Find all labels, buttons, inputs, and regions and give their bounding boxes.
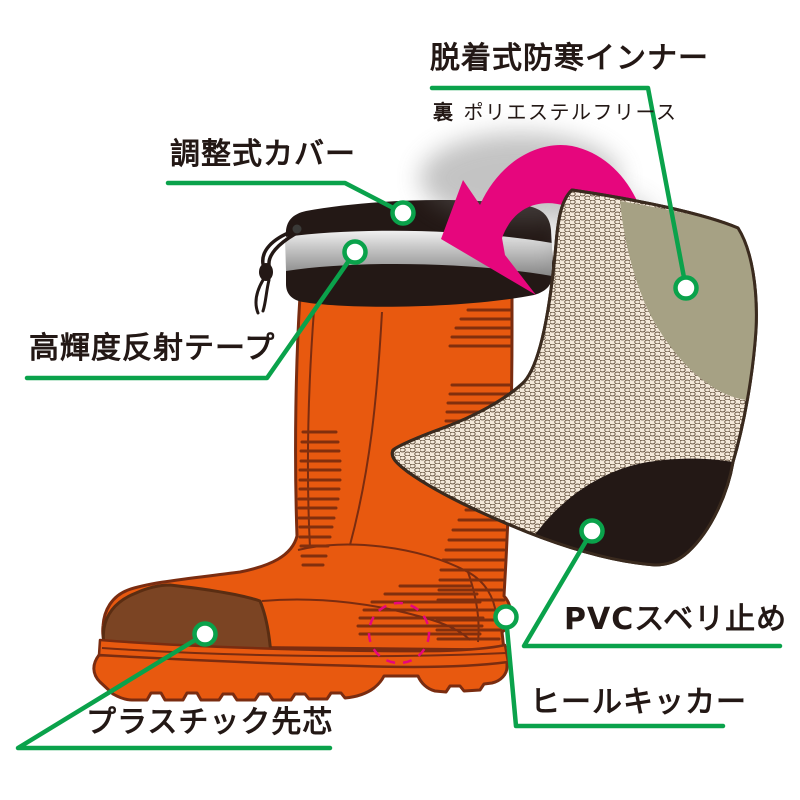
label-plastic-toe-cap: プラスチック先芯 [86, 705, 334, 740]
callout-dot-pvc [579, 518, 605, 544]
callout-dot-cover [390, 200, 416, 226]
label-inner-lining-material: ポリエステルフリース [463, 100, 678, 124]
label-reflective-tape: 高輝度反射テープ [29, 331, 276, 366]
callout-dot-inner [673, 275, 699, 301]
callout-dot-toe [192, 621, 218, 647]
rib-panel-upper-right [448, 308, 512, 348]
callout-lines [15, 85, 783, 751]
callout-line-pvc [521, 528, 783, 649]
callout-line-tape [24, 249, 358, 381]
drawstring-toggle [259, 263, 273, 281]
drawstring [254, 229, 297, 315]
rib-panel-instep [356, 584, 485, 636]
label-pvc-antislip: PVCスベリ止め [564, 602, 788, 637]
rib-panel-left [297, 430, 342, 567]
liner-outline-overlay [390, 188, 758, 567]
label-heel-kicker: ヒールキッカー [530, 685, 747, 720]
callout-line-inner [429, 85, 689, 291]
callout-line-cover [165, 180, 406, 216]
callout-dot-tape [342, 239, 368, 265]
callout-line-toe [15, 631, 333, 751]
insert-arrow-icon [441, 144, 653, 312]
label-adjustable-cover: 調整式カバー [170, 137, 356, 172]
dashed-highlight-circle [367, 601, 431, 665]
callout-line-heel [503, 614, 726, 729]
label-removable-inner: 脱着式防寒インナー [430, 41, 709, 76]
label-inner-lining-prefix: 裏 [433, 100, 455, 124]
cuff-eyelet [292, 224, 302, 234]
callout-dot-heel [493, 604, 519, 630]
label-inner-lining: 裏 ポリエステルフリース [433, 96, 678, 125]
